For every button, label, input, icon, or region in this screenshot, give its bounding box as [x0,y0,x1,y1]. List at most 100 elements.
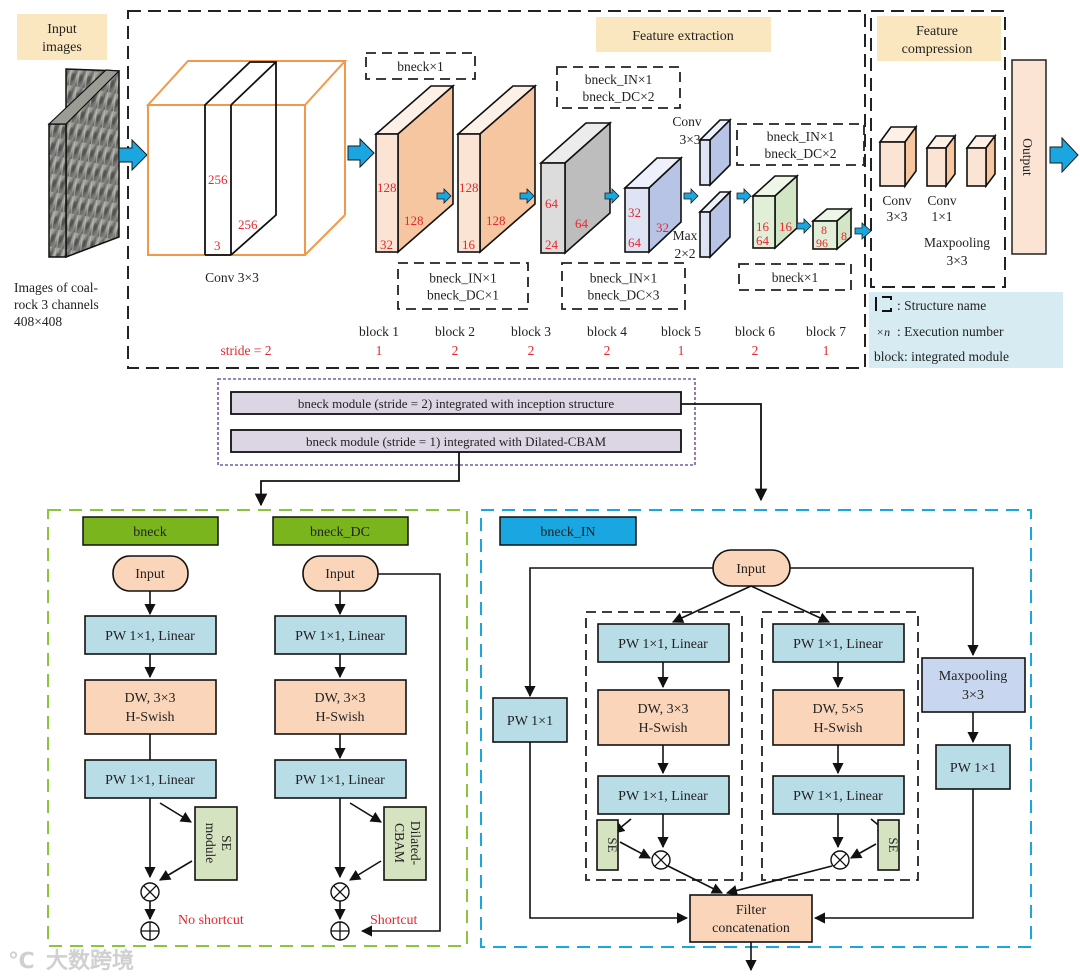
block-label: block 6 [735,324,775,339]
input-images-label: Input images [17,14,107,60]
watermark-text: 大数跨境 [46,948,134,974]
svg-text:Dilated-: Dilated- [408,821,423,866]
branch1-dw: DW, 3×3 H-Swish [597,689,730,746]
block6-dim-c: 64 [756,233,770,248]
add-icon [140,921,160,941]
legend-symbol-xn: ×n [876,325,890,339]
watermark: ℃ 大数跨境 [8,948,134,974]
flow-arrow-icon [854,222,872,240]
conv-dim-c: 3 [214,238,221,253]
block4-dim-c: 64 [628,235,642,250]
structure-box-text: bneck_DC×2 [764,146,836,161]
block-label: block 5 [661,324,701,339]
multiply-icon [330,882,350,902]
svg-text:Input: Input [736,562,766,577]
svg-text:Input: Input [135,567,165,582]
svg-text:PW 1×1: PW 1×1 [507,714,553,729]
svg-text:408×408: 408×408 [14,314,62,329]
flow-arrow-icon [683,188,699,204]
structure-box-text: bneck×1 [772,270,819,285]
conv-dim-h: 256 [208,172,228,187]
svg-text:H-Swish: H-Swish [813,721,862,736]
block3-dim-c: 24 [545,237,559,252]
svg-text:PW 1×1, Linear: PW 1×1, Linear [793,637,883,652]
dilated-cbam-module: Dilated- CBAM [383,806,427,881]
legend: : Structure name ×n : Execution number b… [869,292,1063,368]
block5-conv-cube [698,118,732,187]
svg-text:3×3: 3×3 [886,209,907,224]
connector [254,452,460,507]
branch1-pw1: PW 1×1, Linear [597,623,730,663]
block4-dim-w: 32 [656,220,669,235]
block-label: block 3 [511,324,551,339]
block7-dim-c: 96 [816,236,828,250]
bneck-dc-pw1: PW 1×1, Linear [274,615,407,655]
bneck-input: Input [112,555,189,592]
svg-text:PW 1×1, Linear: PW 1×1, Linear [295,773,385,788]
svg-text:bneck_DC: bneck_DC [310,525,370,540]
watermark-logo-icon: ℃ [8,949,35,974]
structure-box-text: bneck_IN×1 [585,72,653,87]
block1-dim-w: 128 [404,213,424,228]
feature-extraction-frame [127,10,866,369]
compression-captions: Conv 3×3 Conv 1×1 Maxpooling 3×3 [882,193,990,268]
svg-text:PW 1×1, Linear: PW 1×1, Linear [793,789,883,804]
conv-dim-w: 256 [238,217,258,232]
svg-text:2×2: 2×2 [674,246,695,261]
svg-text:Filter: Filter [736,903,767,918]
block3-dim-w: 64 [575,216,589,231]
svg-text:compression: compression [902,42,973,57]
block2-cube [455,84,538,254]
svg-text:PW 1×1, Linear: PW 1×1, Linear [105,773,195,788]
module-bars-frame [217,378,696,466]
branch2-pw2: PW 1×1, Linear [772,775,905,815]
shortcut-label: Shortcut [370,913,418,928]
legend-execution: : Execution number [897,324,1004,339]
bneck-in-input: Input [712,549,791,587]
block2-dim-c: 16 [462,237,476,252]
legend-block: block: integrated module [874,349,1009,364]
svg-text:H-Swish: H-Swish [638,721,687,736]
bneck-in-title: bneck_IN [499,516,637,546]
block2-dim-h: 128 [459,180,479,195]
bneck-se-module: SE module [194,806,238,881]
block-stride: 1 [823,343,830,358]
svg-text:DW, 3×3: DW, 3×3 [125,691,176,706]
input-image-slab [47,68,121,259]
svg-text:Images of coal-: Images of coal- [14,280,98,295]
structure-bracket-icon [875,296,892,312]
block3-cube [538,121,613,255]
block-label: block 2 [435,324,475,339]
filter-concatenation: Filter concatenation [689,894,813,943]
block1-cube [373,84,456,254]
block2-dim-w: 128 [486,213,506,228]
block5-maxpool-cube [698,190,732,259]
block-label: block 1 [359,324,399,339]
svg-text:Feature: Feature [916,24,958,39]
branch2-se: SE [877,819,901,871]
svg-text:CBAM: CBAM [392,823,407,863]
compress-conv3-cube [878,124,918,189]
feature-compression-frame [870,10,1006,288]
structure-box-text: bneck_DC×1 [427,288,499,303]
flow-arrow-icon [604,188,620,204]
svg-text:Conv: Conv [927,193,957,208]
stride-label: stride = 2 [220,343,271,358]
svg-text:Output: Output [1020,138,1035,176]
connector [681,403,768,502]
block7-dim-w: 8 [841,229,847,243]
block-stride: 2 [528,343,535,358]
svg-text:3×3: 3×3 [679,132,700,147]
svg-text:bneck_IN: bneck_IN [540,525,595,540]
no-shortcut-label: No shortcut [178,913,244,928]
input-label-line2: images [42,40,82,55]
bneck-in-left-pw: PW 1×1 [492,697,568,743]
block4-cube [622,156,684,254]
svg-text:DW, 5×5: DW, 5×5 [813,702,864,717]
branch1-pw2: PW 1×1, Linear [597,775,730,815]
block1-dim-h: 128 [377,180,397,195]
multiply-icon [830,850,850,870]
